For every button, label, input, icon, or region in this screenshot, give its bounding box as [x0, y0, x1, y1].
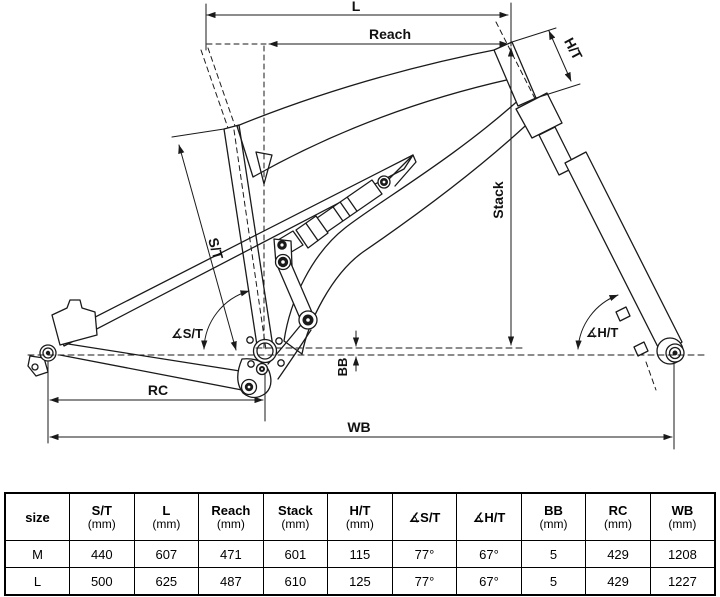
label-rear-center: RC	[148, 382, 168, 398]
bb-tab-icon	[246, 336, 254, 344]
bottom-bracket-area	[237, 336, 285, 399]
label-head-tube-angle: ∡H/T	[586, 325, 619, 340]
fork	[493, 21, 685, 391]
col-header-seat-tube: S/T(mm)	[69, 492, 135, 541]
label-head-tube: H/T	[561, 35, 586, 63]
bb-tab-icon	[275, 337, 283, 345]
cell-value: 607	[133, 540, 200, 568]
fork-crown	[515, 92, 563, 139]
dimension-lines	[47, 2, 675, 450]
cell-value: 610	[262, 567, 329, 596]
shock-can-rib	[305, 222, 319, 242]
bike-geometry-diagram: L Reach H/T Stack S/T ∡S/T ∡H/T BB RC WB	[27, 0, 707, 450]
label-bb-drop: BB	[335, 358, 350, 377]
cell-value: 429	[585, 540, 651, 568]
shock-rib	[339, 201, 351, 217]
down-tube	[283, 96, 541, 355]
shock-rib	[332, 206, 344, 222]
cell-value: 67°	[456, 567, 522, 596]
label-reach: Reach	[369, 26, 411, 42]
ht-ext-top	[511, 27, 557, 43]
shock-mount-bracket	[388, 154, 417, 187]
col-header-wb: WB(mm)	[649, 492, 716, 541]
label-wheelbase: WB	[347, 419, 370, 435]
st-ext-top	[171, 128, 225, 138]
col-header-size: size	[4, 492, 71, 541]
dim-head-tube	[548, 30, 572, 82]
cell-value: 125	[327, 567, 393, 596]
shock-rib	[346, 196, 358, 212]
cell-value: 77°	[391, 540, 458, 568]
col-header-stack: Stack(mm)	[262, 492, 329, 541]
label-l: L	[352, 0, 361, 14]
brake-mount-icon	[633, 341, 649, 357]
col-header-bb: BB(mm)	[520, 492, 587, 541]
cell-value: 471	[198, 540, 264, 568]
top-tube	[236, 47, 521, 178]
cell-value: 1208	[649, 540, 716, 568]
bb-tab-icon	[277, 359, 285, 367]
col-header-reach: Reach(mm)	[198, 492, 264, 541]
cell-size: M	[4, 540, 71, 568]
bb-tab-icon	[247, 360, 255, 368]
construction-guides	[27, 43, 707, 356]
table-row-size-m: M 440 607 471 601 115 77° 67° 5 429 1208	[4, 540, 716, 568]
table-row-size-l: L 500 625 487 610 125 77° 67° 5 429 1227	[4, 567, 716, 596]
seat-axis-dashed	[200, 49, 229, 129]
col-header-seat-angle: ∡S/T	[391, 492, 458, 541]
table-header-row: size S/T(mm) L(mm) Reach(mm) Stack(mm) H…	[4, 492, 716, 541]
cell-value: 77°	[391, 567, 458, 596]
col-header-head-tube: H/T(mm)	[327, 492, 393, 541]
seat-axis-center-dashed	[233, 129, 267, 351]
cell-value: 500	[69, 567, 135, 596]
ht-ext-bottom	[535, 83, 581, 99]
col-header-head-angle: ∡H/T	[456, 492, 522, 541]
chainstay	[61, 342, 241, 372]
cell-value: 625	[133, 567, 200, 596]
suspension-linkage	[267, 175, 391, 380]
cell-value: 601	[262, 540, 329, 568]
cell-value: 67°	[456, 540, 522, 568]
cell-value: 487	[198, 567, 264, 596]
cell-size: L	[4, 567, 71, 596]
cell-value: 115	[327, 540, 393, 568]
brake-mount-icon	[615, 306, 631, 322]
seat-axis-dashed2	[207, 47, 236, 127]
chainstay-lower-edge	[59, 354, 243, 391]
dimension-labels: L Reach H/T Stack S/T ∡S/T ∡H/T BB RC WB	[148, 0, 618, 435]
rear-triangle	[27, 154, 417, 391]
cell-value: 5	[520, 540, 587, 568]
col-header-rc: RC(mm)	[585, 492, 651, 541]
label-stack: Stack	[490, 181, 506, 219]
fork-lower-leg	[564, 151, 683, 358]
label-seat-tube-angle: ∡S/T	[171, 326, 203, 341]
steering-axis-dashed-tail	[645, 361, 657, 391]
head-tube	[493, 41, 537, 107]
col-header-top-length: L(mm)	[133, 492, 200, 541]
cell-value: 1227	[649, 567, 716, 596]
label-seat-tube: S/T	[205, 236, 227, 262]
geometry-table: size S/T(mm) L(mm) Reach(mm) Stack(mm) H…	[4, 492, 716, 596]
cell-value: 429	[585, 567, 651, 596]
cell-value: 440	[69, 540, 135, 568]
cell-value: 5	[520, 567, 587, 596]
arc-seat-tube-angle	[201, 290, 250, 350]
hanger-bolt-icon	[31, 363, 39, 371]
arc-head-tube-angle	[575, 294, 619, 350]
dropout-yoke	[51, 299, 98, 346]
